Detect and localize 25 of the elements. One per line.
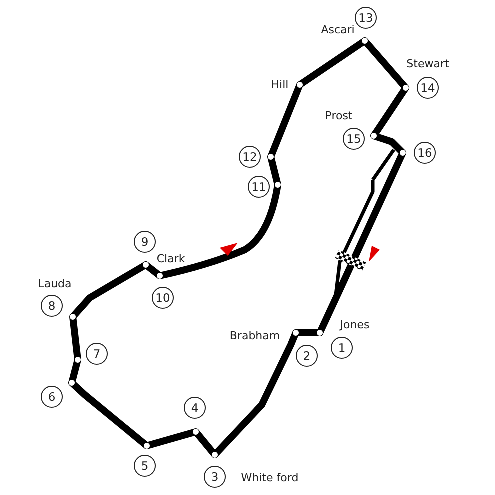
corner-name: Hill <box>271 78 289 92</box>
corner-number: 13 <box>355 7 377 29</box>
corner-number: 14 <box>417 77 439 99</box>
corner-number: 7 <box>86 343 108 365</box>
corner-name: Stewart <box>406 58 450 70</box>
corner-number: 5 <box>134 455 156 477</box>
corner-name: Brabham <box>230 330 280 342</box>
corner-name: Ascari <box>321 24 355 36</box>
corner-name: Clark <box>156 252 186 266</box>
corner-name: Prost <box>325 110 353 122</box>
corner-number: 4 <box>184 397 206 419</box>
corner-number: 8 <box>41 295 63 317</box>
corner-number: 2 <box>296 345 318 367</box>
corner-name: Lauda <box>38 278 72 290</box>
corner-name: White ford <box>241 472 299 484</box>
corner-number: 12 <box>239 146 261 168</box>
corner-number: 11 <box>248 176 270 198</box>
corner-number: 10 <box>152 287 174 309</box>
corner-number: 1 <box>331 337 353 359</box>
corner-number: 9 <box>134 231 156 253</box>
corner-name: Jones <box>340 318 370 332</box>
corner-number: 6 <box>41 386 63 408</box>
corner-number: 16 <box>414 142 436 164</box>
corner-number: 3 <box>204 466 226 488</box>
corner-number: 15 <box>343 128 365 150</box>
